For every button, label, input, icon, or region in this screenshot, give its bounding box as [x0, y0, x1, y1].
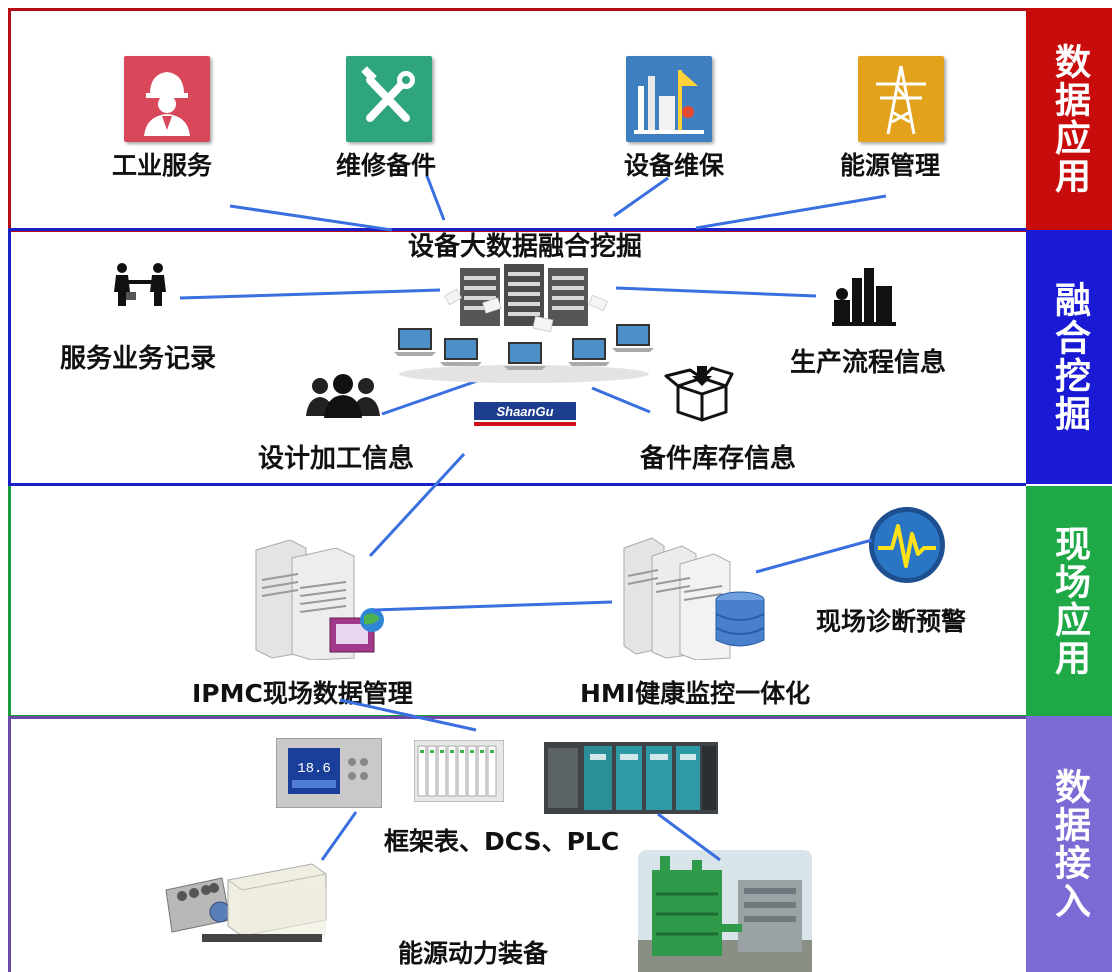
users-icon [304, 372, 382, 418]
app-label-energy-management: 能源管理 [840, 151, 941, 180]
band-data-access: 数据接入 [1026, 716, 1112, 972]
plc-module-icon [544, 742, 718, 814]
hmi-server-icon [618, 536, 768, 660]
ipmc-server-icon [250, 540, 386, 660]
handshake-icon [112, 262, 168, 306]
power-plant-photo [638, 850, 812, 972]
app-label-maintenance-parts: 维修备件 [336, 151, 437, 180]
rack-module-icon [414, 740, 504, 802]
app-label-equipment-maintenance: 设备维保 [624, 151, 725, 180]
hmi-label: HMI健康监控一体化 [580, 679, 811, 708]
frame-meter-icon: 18.6 [276, 738, 382, 808]
industrial-plant-icon [626, 56, 712, 142]
worker-helmet-icon [124, 56, 210, 142]
ipmc-label: IPMC现场数据管理 [192, 679, 413, 708]
power-tower-icon [858, 56, 944, 142]
source-label-production-process: 生产流程信息 [790, 348, 947, 378]
factory-icon [830, 264, 896, 326]
fusion-center-label: 设备大数据融合挖掘 [408, 232, 643, 262]
shaangu-logo: ShaanGu [472, 400, 578, 430]
meter-reading: 18.6 [297, 761, 331, 777]
equipment-label: 能源动力装备 [398, 939, 549, 968]
turbine-equipment-icon [162, 860, 328, 946]
data-center-cluster [384, 262, 664, 384]
source-label-service-records: 服务业务记录 [60, 344, 217, 374]
source-label-parts-inventory: 备件库存信息 [640, 444, 797, 474]
diagnostic-waveform-icon [866, 504, 948, 586]
devices-label: 框架表、DCS、PLC [384, 827, 620, 856]
band-fusion-mining: 融合挖掘 [1026, 230, 1112, 484]
source-label-design-processing: 设计加工信息 [258, 444, 415, 474]
band-field-application: 现场应用 [1026, 486, 1112, 716]
app-label-industrial-service: 工业服务 [112, 151, 213, 180]
wrench-screwdriver-icon [346, 56, 432, 142]
band-data-application: 数据应用 [1026, 8, 1112, 230]
diagnosis-label: 现场诊断预警 [816, 607, 967, 636]
fusion-mining-layer [8, 228, 1026, 486]
box-icon [664, 364, 734, 422]
shaangu-logo-text: ShaanGu [496, 404, 553, 419]
